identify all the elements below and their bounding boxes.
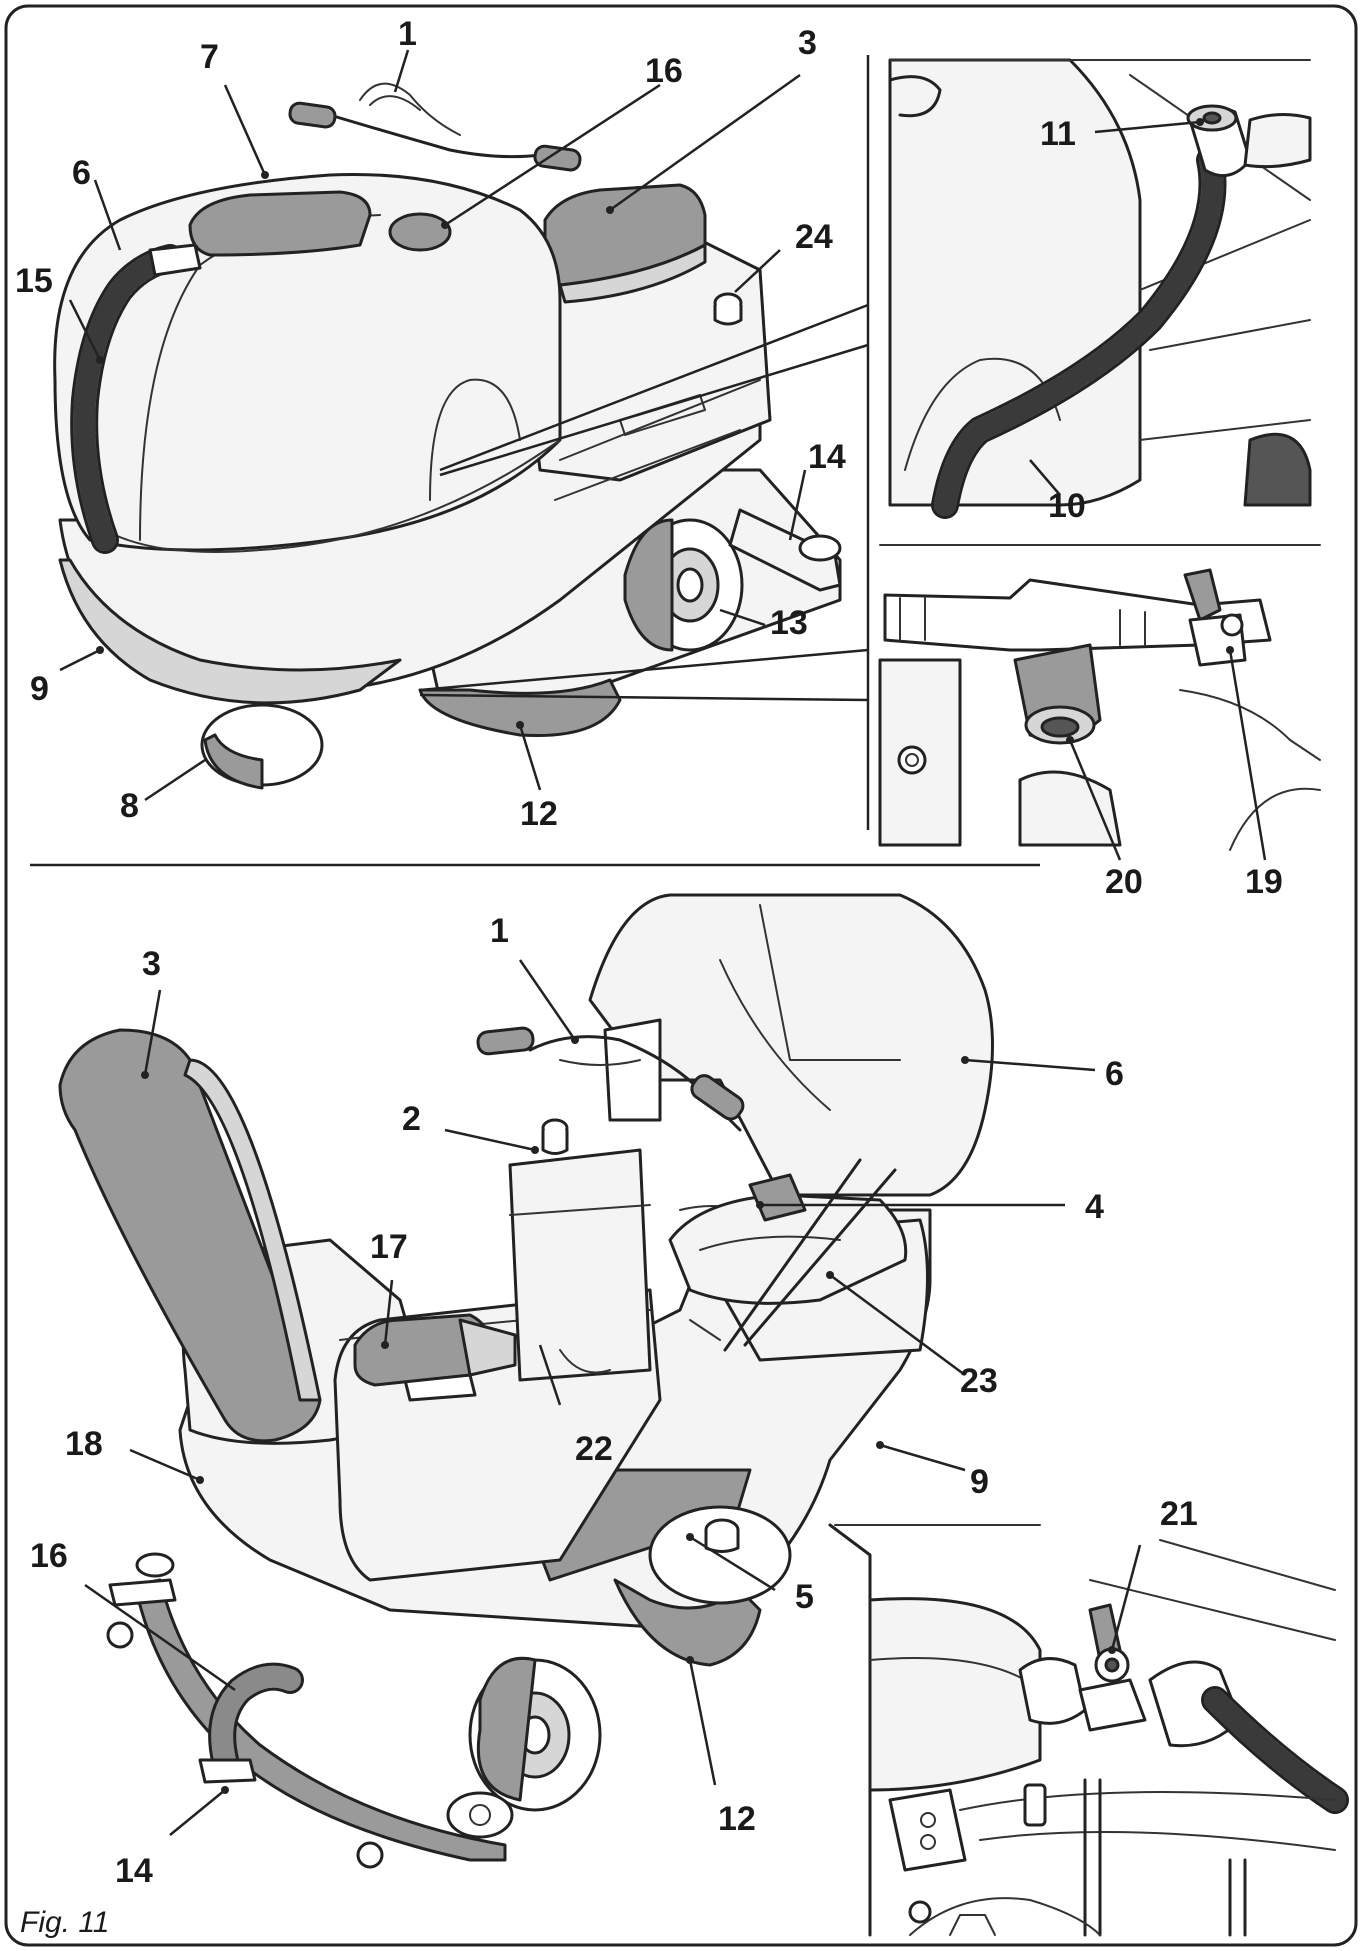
callout-3-top: 3	[798, 24, 817, 62]
callout-8-top: 8	[120, 787, 139, 825]
callout-labels-bottom-main: 3 1 6 2 4 17 23 18 22 9 16 5 12 14	[30, 912, 1124, 1890]
callout-7-top: 7	[200, 38, 219, 76]
callout-5-bottom: 5	[795, 1578, 814, 1616]
callout-labels-mid-right: 20 19	[1105, 863, 1283, 901]
figure-frame	[4, 4, 1358, 1947]
handlebar-shape	[328, 113, 542, 159]
callout-24-top: 24	[795, 218, 833, 256]
callout-22-bottom: 22	[575, 1430, 613, 1468]
callout-10-detail: 10	[1048, 487, 1086, 525]
detail-panel-hose-top	[888, 58, 1312, 519]
leader-lines	[59, 49, 1267, 1836]
leader-dots	[96, 118, 1234, 1794]
bottom-main-illustration	[58, 893, 994, 1869]
detail-panel-drain-valve	[828, 1523, 1349, 1937]
callout-16-bottom: 16	[30, 1537, 68, 1575]
callout-14-top: 14	[808, 438, 846, 476]
callout-23-bottom: 23	[960, 1362, 998, 1400]
tank-lid-shape	[188, 190, 372, 257]
top-main-illustration	[53, 82, 842, 790]
brush-deck-shape	[418, 678, 622, 738]
callout-labels-top-right: 11 10	[1040, 115, 1086, 525]
callout-6-top: 6	[72, 154, 91, 192]
callout-18-bottom: 18	[65, 1425, 103, 1463]
callout-1-bottom: 1	[490, 912, 509, 950]
raised-seat-shape	[58, 1028, 322, 1443]
callout-21-detail: 21	[1160, 1495, 1198, 1533]
callout-14-bottom: 14	[115, 1852, 153, 1890]
callout-6-bottom: 6	[1105, 1055, 1124, 1093]
callout-labels-bottom-right: 21	[1160, 1495, 1198, 1533]
figure-caption: Fig. 11	[20, 1906, 110, 1939]
callout-13-top: 13	[770, 604, 808, 642]
callout-2-bottom: 2	[402, 1100, 421, 1138]
callout-19-detail: 19	[1245, 863, 1283, 901]
callout-12-top: 12	[520, 795, 558, 833]
callout-labels-top-main: 1 7 16 3 6 24 15 14 13 9 8 12	[15, 15, 846, 833]
callout-9-bottom: 9	[970, 1463, 989, 1501]
detail-panel-valve	[878, 544, 1321, 851]
callout-4-bottom: 4	[1085, 1188, 1104, 1226]
detergent-tank-shape	[508, 1148, 652, 1382]
callout-16-top: 16	[645, 52, 683, 90]
bottom-handlebar-shape	[528, 1035, 742, 1132]
callout-12-bottom: 12	[718, 1800, 756, 1838]
callout-11-detail: 11	[1040, 115, 1076, 153]
callout-20-detail: 20	[1105, 863, 1143, 901]
callout-3-bottom: 3	[142, 945, 161, 983]
callout-1-top: 1	[398, 15, 417, 53]
detail-connector-lines	[419, 55, 870, 830]
bumper-shape	[58, 558, 402, 705]
open-recovery-tank-shape	[588, 893, 994, 1197]
callout-15-top: 15	[15, 262, 53, 300]
callout-17-bottom: 17	[370, 1228, 408, 1266]
callout-9-top: 9	[30, 670, 49, 708]
